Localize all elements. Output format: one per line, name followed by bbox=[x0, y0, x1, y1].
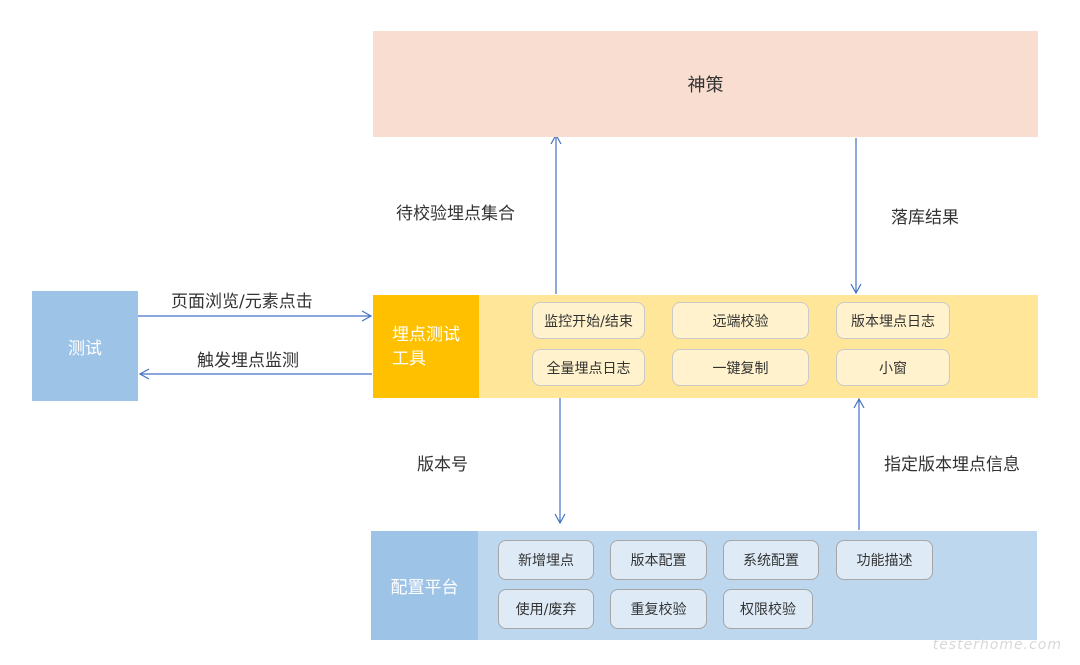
node-tool-label-line1: 埋点测试 bbox=[392, 324, 460, 345]
tool-feature-monitor: 监控开始/结束 bbox=[532, 302, 645, 339]
tool-feature-label: 全量埋点日志 bbox=[546, 360, 631, 377]
node-tool-label-line2: 工具 bbox=[392, 348, 426, 369]
edge-label-page-browse: 页面浏览/元素点击 bbox=[171, 292, 313, 312]
config-feature-duplicate: 重复校验 bbox=[610, 589, 707, 629]
config-feature-version: 版本配置 bbox=[610, 540, 707, 580]
watermark: testerhome.com bbox=[932, 637, 1062, 653]
tool-feature-copy: 一键复制 bbox=[672, 349, 809, 386]
node-config-label: 配置平台 bbox=[371, 531, 478, 640]
node-shence: 神策 bbox=[373, 31, 1038, 137]
config-feature-permission: 权限校验 bbox=[723, 589, 813, 629]
config-feature-label: 系统配置 bbox=[743, 553, 799, 569]
node-tool-label: 埋点测试 工具 bbox=[373, 295, 479, 398]
node-shence-label: 神策 bbox=[687, 75, 724, 96]
config-feature-system: 系统配置 bbox=[723, 540, 819, 580]
tool-feature-label: 远端校验 bbox=[712, 313, 769, 330]
config-feature-usage: 使用/废弃 bbox=[498, 589, 594, 629]
config-feature-label: 权限校验 bbox=[740, 602, 796, 618]
node-config-label-text: 配置平台 bbox=[390, 578, 459, 598]
node-test-label: 测试 bbox=[68, 338, 102, 359]
tool-feature-label: 小窗 bbox=[879, 360, 907, 377]
tool-feature-full-log: 全量埋点日志 bbox=[532, 349, 645, 386]
edge-label-version-no: 版本号 bbox=[417, 455, 468, 475]
config-feature-add: 新增埋点 bbox=[498, 540, 594, 580]
edge-label-pending-set: 待校验埋点集合 bbox=[396, 204, 515, 224]
edge-label-trigger-monitor: 触发埋点监测 bbox=[197, 351, 299, 371]
config-feature-label: 重复校验 bbox=[630, 602, 687, 618]
node-test: 测试 bbox=[32, 291, 138, 401]
config-feature-label: 新增埋点 bbox=[518, 553, 574, 569]
config-feature-label: 版本配置 bbox=[630, 553, 687, 569]
edge-label-store-result: 落库结果 bbox=[891, 208, 959, 228]
config-feature-label: 使用/废弃 bbox=[515, 602, 577, 618]
tool-feature-mini-window: 小窗 bbox=[836, 349, 950, 386]
tool-feature-label: 版本埋点日志 bbox=[851, 313, 935, 330]
tool-feature-label: 一键复制 bbox=[712, 360, 769, 377]
tool-feature-remote-check: 远端校验 bbox=[672, 302, 809, 339]
config-feature-label: 功能描述 bbox=[856, 553, 913, 569]
tool-feature-version-log: 版本埋点日志 bbox=[836, 302, 950, 339]
config-feature-description: 功能描述 bbox=[836, 540, 933, 580]
tool-feature-label: 监控开始/结束 bbox=[544, 313, 633, 330]
edge-label-version-info: 指定版本埋点信息 bbox=[884, 455, 1020, 475]
